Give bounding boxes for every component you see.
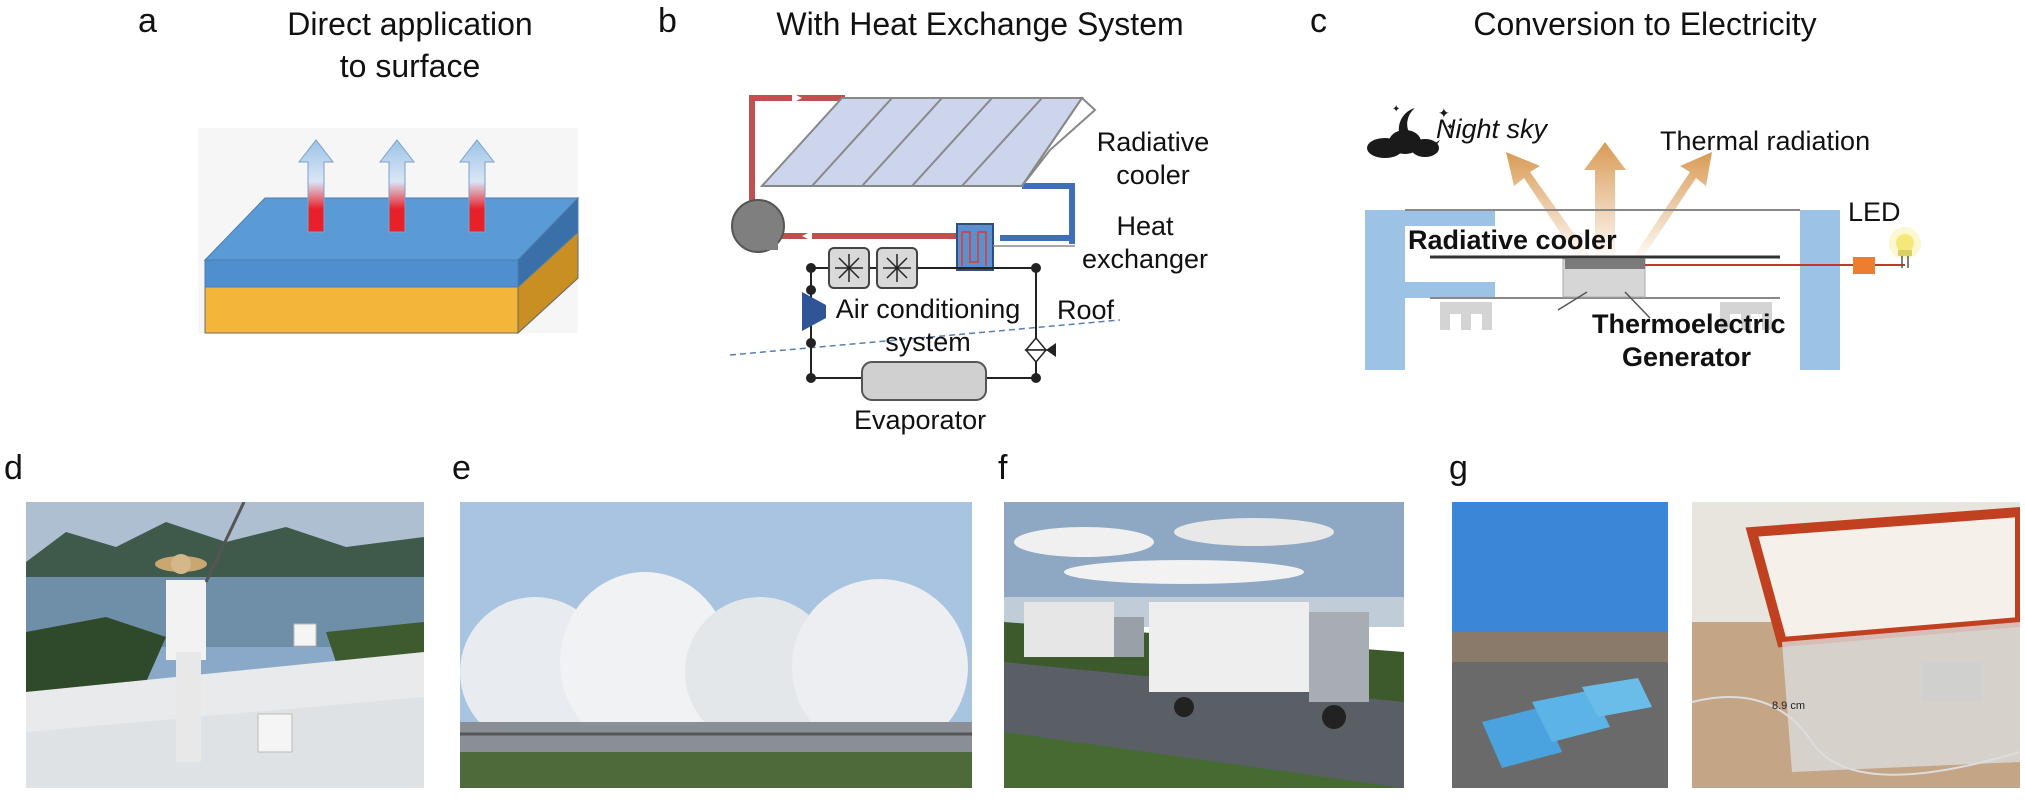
panel-label-c: c: [1310, 2, 1327, 40]
photo-storage-tanks: [460, 502, 972, 788]
condenser-fan-2: [876, 247, 918, 289]
svg-text:✦: ✦: [1392, 104, 1400, 115]
label-night-sky: Night sky: [1436, 114, 1548, 144]
night-sky-icon: ✦ ✦ ✦: [1367, 104, 1454, 158]
label-radiative-cooler-b: Radiative cooler: [1096, 127, 1210, 190]
photo-roof-painting: [26, 502, 424, 788]
panel-a-title-line2: to surface: [339, 47, 481, 84]
label-heat-exchanger: Heat exchanger: [1081, 211, 1209, 274]
panel-label-e: e: [452, 449, 471, 487]
label-led: LED: [1848, 197, 1901, 227]
panel-label-g: g: [1449, 449, 1468, 487]
label-air-conditioning: Air conditioning system: [835, 294, 1021, 357]
panel-label-a: a: [138, 2, 157, 40]
heat-exchanger-box: [956, 223, 994, 271]
panel-label-d: d: [4, 449, 23, 487]
led-icon: [1889, 227, 1921, 268]
panel-a-title: Direct application to surface: [230, 4, 590, 87]
heat-arrow-2: [378, 139, 416, 233]
radiative-cooler-panel: [759, 96, 1097, 187]
svg-text:✦: ✦: [1438, 105, 1450, 121]
label-thermal-radiation: Thermal radiation: [1660, 126, 1871, 156]
heat-sink-left: [1440, 302, 1492, 330]
panel-label-f: f: [998, 449, 1008, 487]
panel-b-title: With Heat Exchange System: [776, 6, 1184, 42]
photo-cooler-closeup: 8.9 cm: [1692, 502, 2020, 788]
panel-label-b: b: [658, 2, 677, 40]
compressor: [802, 292, 826, 331]
evaporator: [861, 361, 987, 401]
radiation-arrow-right: [1630, 152, 1712, 262]
heat-sink-right: [1720, 302, 1772, 330]
label-roof: Roof: [1057, 295, 1115, 325]
dimension-label: 8.9 cm: [1772, 700, 1806, 712]
photo-refrigerated-trucks: [1004, 502, 1404, 788]
roof-line: [729, 319, 1121, 356]
enclosure-frame: [1365, 210, 1840, 370]
photo-rooftop-coolers: [1452, 502, 1668, 788]
cold-pipe: [1022, 183, 1075, 244]
expansion-valve: [1024, 336, 1056, 364]
radiation-arrow-left: [1506, 152, 1590, 262]
panel-a-title-line1: Direct application: [287, 6, 533, 42]
load-resistor: [1853, 257, 1875, 274]
label-thermoelectric-generator: Thermoelectric Generator: [1592, 309, 1786, 372]
radiation-arrow-center: [1584, 142, 1626, 262]
svg-text:✦: ✦: [1446, 122, 1454, 133]
condenser-fan-1: [828, 247, 870, 289]
heat-arrow-3: [458, 139, 496, 233]
panel-c-title: Conversion to Electricity: [1473, 6, 1817, 42]
label-evaporator: Evaporator: [854, 405, 987, 435]
label-radiative-cooler-c: Radiative cooler: [1408, 225, 1617, 255]
heat-arrow-1: [297, 139, 335, 233]
